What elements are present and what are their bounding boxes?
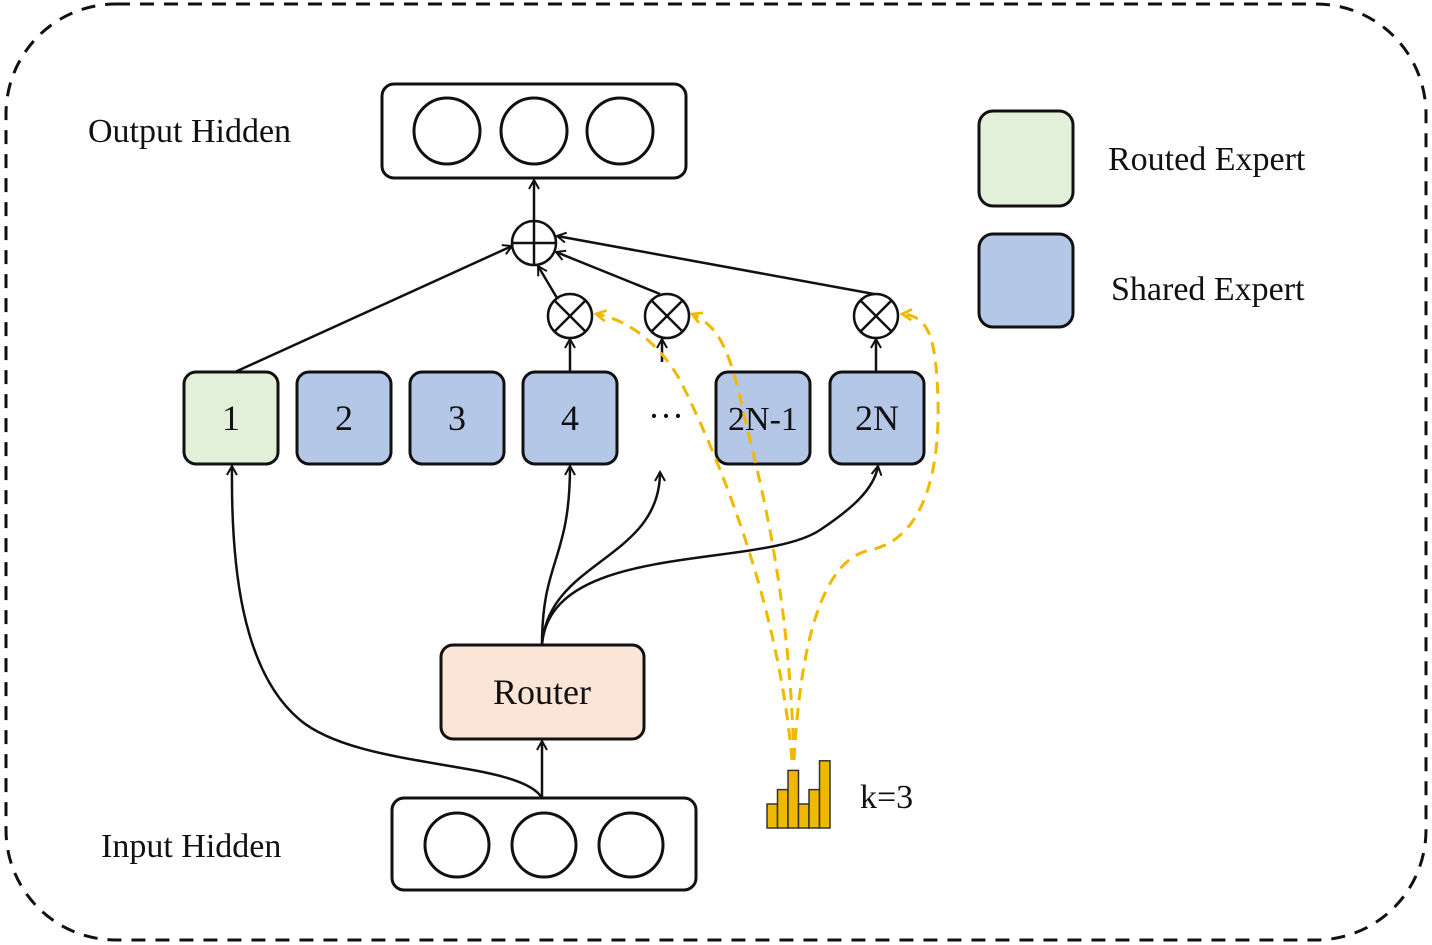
legend-swatch-shared [977, 232, 1075, 329]
multiply-node-icon [546, 292, 594, 340]
input-hidden-label: Input Hidden [101, 828, 281, 865]
histogram-bar [787, 769, 800, 829]
output-neuron [585, 96, 655, 166]
expert-label: 1 [222, 398, 240, 438]
legend: Routed Expert Shared Expert [977, 109, 1306, 329]
sum-node-icon [510, 219, 558, 267]
experts-row: 1 2 3 4 ··· 2N-1 2N [182, 370, 926, 466]
legend-swatch-routed [977, 109, 1075, 208]
expert-box-4[interactable]: 4 [521, 370, 619, 466]
input-neuron [597, 811, 665, 879]
outer-dashed-frame [4, 2, 1428, 942]
router-box[interactable]: Router [439, 643, 646, 741]
expert-label: 4 [561, 398, 579, 438]
histogram-bar [808, 788, 821, 829]
gate-curve-to-expert4 [596, 314, 794, 761]
expert-label: 3 [448, 398, 466, 438]
input-neuron [510, 811, 578, 879]
multiply-node-icon [852, 292, 900, 340]
expert-box-1[interactable]: 1 [182, 370, 280, 466]
arrow-expert1-to-sum [234, 246, 512, 374]
expert-box-2[interactable]: 2 [295, 370, 393, 466]
topk-histogram-icon [766, 760, 831, 829]
output-neuron [499, 96, 569, 166]
output-hidden-label: Output Hidden [88, 113, 291, 150]
expert-box-2n-1[interactable]: 2N-1 [714, 370, 812, 466]
legend-item-shared: Shared Expert [977, 232, 1305, 329]
arrow-router-to-dots [540, 472, 660, 646]
router-label: Router [493, 672, 591, 712]
arrow-router-to-expert4 [540, 466, 570, 646]
arrow-mult-dots-to-sum [556, 252, 661, 296]
expert-label: 2 [335, 398, 353, 438]
histogram-bar [818, 760, 831, 829]
histogram-bar [766, 803, 779, 829]
arrow-input-to-expert1 [232, 466, 544, 799]
expert-box-3[interactable]: 3 [408, 370, 506, 466]
histogram-bar [797, 803, 810, 829]
ellipsis: ··· [648, 396, 684, 436]
arrow-mult4-to-sum [536, 266, 559, 299]
output-hidden-vector [380, 82, 688, 180]
arrow-mult2n-to-sum [557, 236, 875, 296]
input-neuron [423, 811, 491, 879]
expert-label: 2N [855, 398, 899, 438]
input-hidden-vector [390, 796, 698, 892]
output-neuron [412, 96, 482, 166]
expert-label: 2N-1 [728, 401, 798, 438]
arrow-router-to-expert2n [540, 466, 878, 646]
histogram-bar [776, 788, 789, 829]
expert-box-2n[interactable]: 2N [828, 370, 926, 466]
legend-label-routed: Routed Expert [1108, 141, 1306, 178]
gate-curve-to-2n [792, 314, 940, 761]
gate-curve-to-dots [692, 314, 796, 761]
multiply-node-icon [643, 292, 691, 340]
legend-item-routed: Routed Expert [977, 109, 1306, 208]
legend-label-shared: Shared Expert [1111, 271, 1305, 308]
k-value-label: k=3 [860, 779, 913, 816]
